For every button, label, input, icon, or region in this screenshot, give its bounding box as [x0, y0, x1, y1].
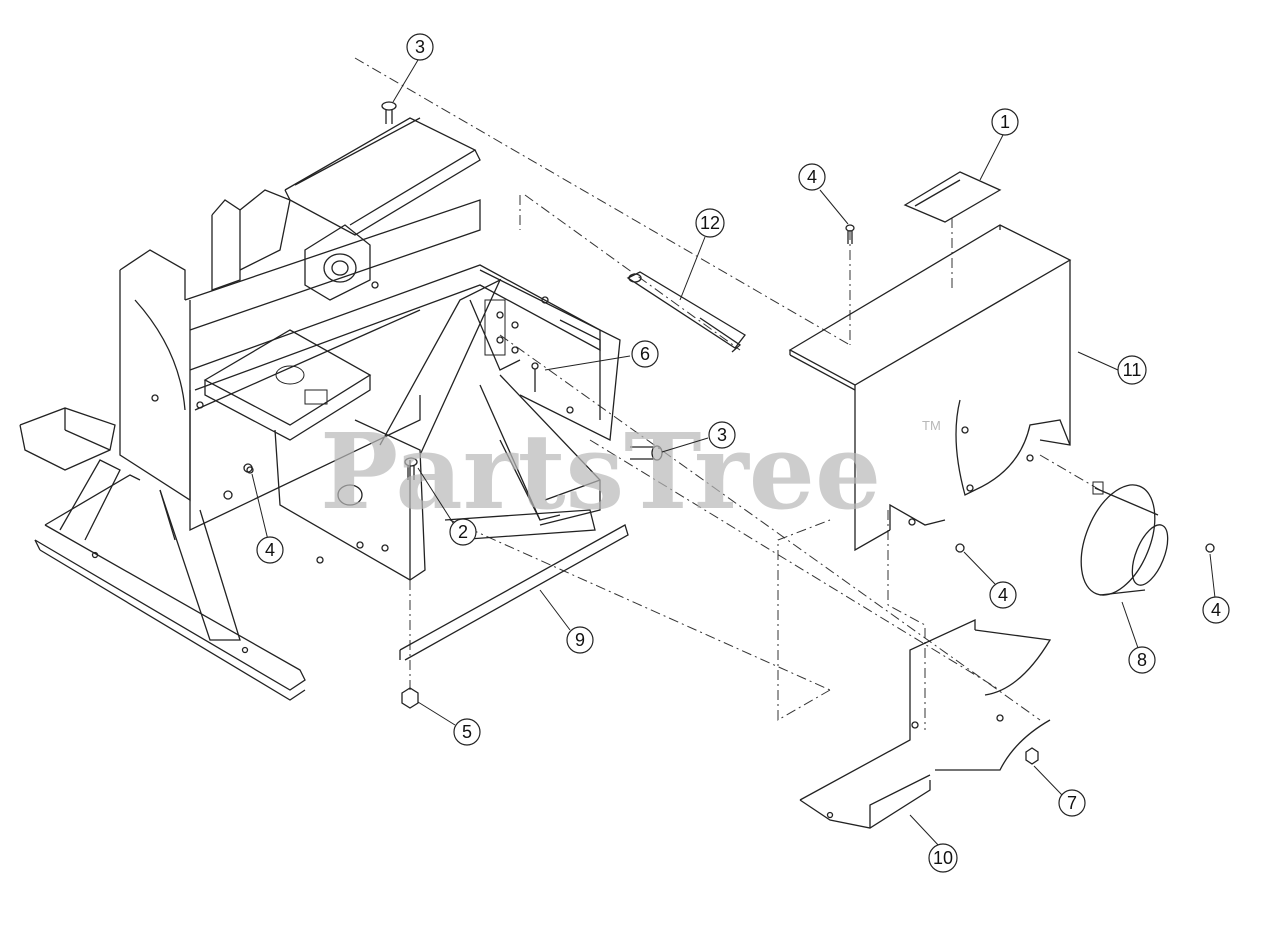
guard-10	[799, 618, 1052, 829]
callout-label: 4	[998, 585, 1008, 605]
callout-label: 2	[458, 522, 468, 542]
callout-1[interactable]: 1	[991, 108, 1019, 136]
callout-7[interactable]: 7	[1058, 789, 1086, 817]
callout-4-right[interactable]: 4	[1202, 596, 1230, 624]
callout-label: 5	[462, 722, 472, 742]
carriage-bolt-top	[381, 101, 397, 124]
nut-5	[401, 687, 419, 709]
callout-8[interactable]: 8	[1128, 646, 1156, 674]
callout-5[interactable]: 5	[453, 718, 481, 746]
callout-label: 3	[415, 37, 425, 57]
callout-label: 4	[265, 540, 275, 560]
callout-4-left[interactable]: 4	[256, 536, 284, 564]
screw-4-top	[845, 224, 855, 244]
callout-label: 6	[640, 344, 650, 364]
callout-label: 9	[575, 630, 585, 650]
screw-6	[531, 362, 539, 392]
callout-2[interactable]: 2	[449, 518, 477, 546]
watermark-trademark: TM	[922, 418, 941, 433]
callout-label: 3	[717, 425, 727, 445]
callout-9[interactable]: 9	[566, 626, 594, 654]
main-frame	[19, 117, 629, 701]
callout-label: 10	[933, 848, 953, 868]
leader-lines	[251, 59, 1216, 848]
callout-label: 11	[1123, 360, 1142, 380]
callout-label: 12	[700, 213, 720, 233]
watermark-brand: PartsTree	[320, 410, 881, 533]
screw-4-left	[243, 463, 253, 473]
callout-3-mid[interactable]: 3	[708, 421, 736, 449]
callout-12[interactable]: 12	[695, 208, 725, 238]
callout-4-mid[interactable]: 4	[989, 581, 1017, 609]
sleeve-8	[1080, 481, 1169, 596]
bolt-2	[404, 457, 418, 480]
decal-1	[903, 171, 1002, 223]
nut-7	[1025, 747, 1039, 765]
carriage-bolt-mid	[630, 445, 663, 461]
callout-6[interactable]: 6	[631, 340, 659, 368]
screw-4-mid	[955, 543, 965, 553]
callouts: 3 1 4 12 6 11 3 2	[256, 33, 1230, 873]
watermark: PartsTree TM	[320, 410, 941, 533]
callout-label: 1	[1000, 112, 1010, 132]
screw-4-right	[1205, 543, 1215, 553]
link-arm-12	[626, 271, 746, 353]
callout-10[interactable]: 10	[928, 843, 958, 873]
callout-11[interactable]: 11	[1117, 355, 1147, 385]
cover-11	[788, 224, 1072, 552]
callout-4-top[interactable]: 4	[798, 163, 826, 191]
hardware	[243, 101, 663, 709]
assembly-lines	[354, 57, 1101, 730]
callout-label: 7	[1067, 793, 1077, 813]
callout-label: 4	[807, 167, 817, 187]
callout-label: 8	[1137, 650, 1147, 670]
callout-3-top[interactable]: 3	[406, 33, 434, 61]
callout-label: 4	[1211, 600, 1221, 620]
